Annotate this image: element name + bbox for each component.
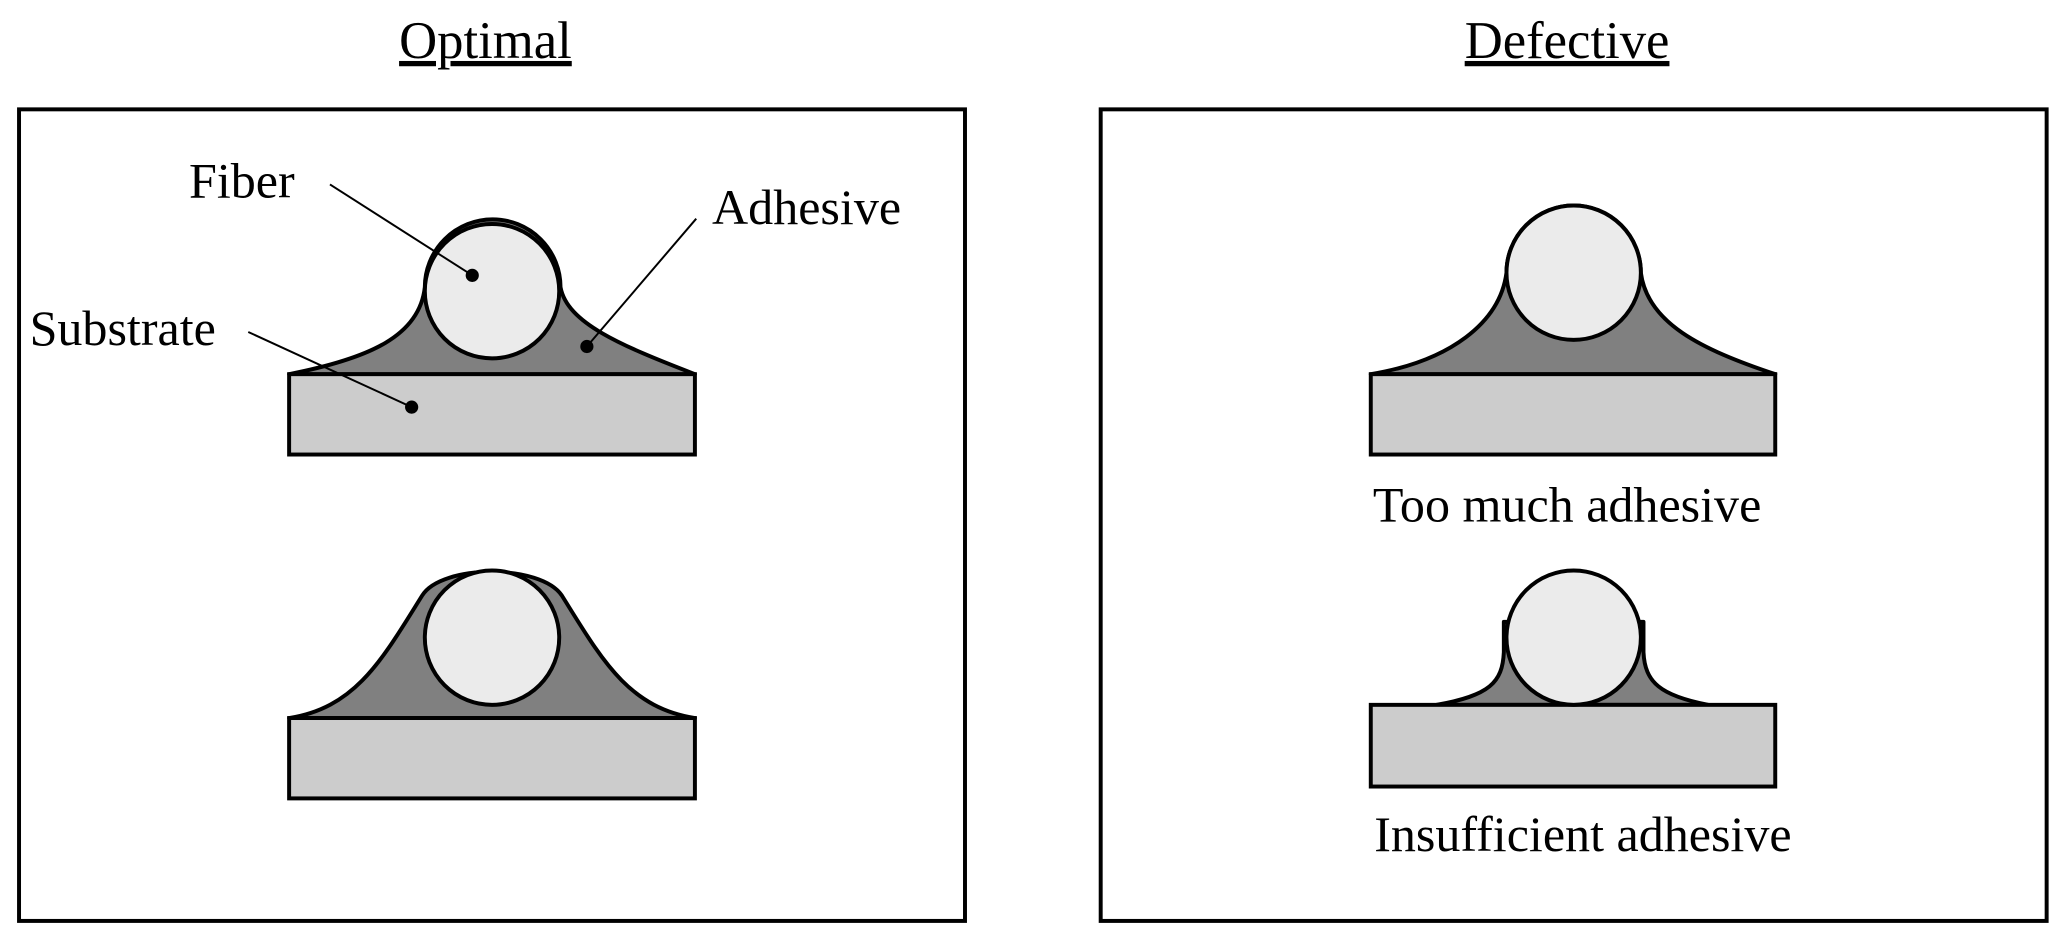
substrate-label: Substrate — [30, 300, 216, 356]
optimal-example-1 — [287, 217, 697, 457]
fiber — [422, 221, 562, 361]
too-much-adhesive-example — [1368, 203, 1778, 457]
optimal-example-2 — [287, 568, 697, 801]
insufficient-adhesive-caption: Insufficient adhesive — [1374, 806, 1791, 862]
defective-title: Defective — [1465, 12, 1670, 70]
adhesive-leader-line — [586, 218, 697, 348]
insufficient-adhesive-example — [1368, 568, 1778, 789]
fiber-leader-line — [329, 183, 473, 277]
substrate — [287, 372, 697, 457]
adhesive-marker-dot — [580, 339, 594, 354]
substrate-leader-line — [247, 331, 413, 408]
fiber — [422, 568, 562, 707]
optimal-title: Optimal — [399, 12, 572, 70]
fiber-marker-dot — [465, 268, 479, 282]
substrate — [287, 716, 697, 801]
fiber-label: Fiber — [189, 153, 295, 209]
substrate-marker-dot — [405, 400, 419, 414]
too-much-adhesive-caption: Too much adhesive — [1373, 477, 1761, 533]
fiber — [1504, 203, 1643, 342]
adhesive-label: Adhesive — [712, 179, 901, 235]
substrate — [1368, 702, 1778, 789]
substrate — [1368, 372, 1778, 457]
fiber — [1504, 568, 1643, 707]
